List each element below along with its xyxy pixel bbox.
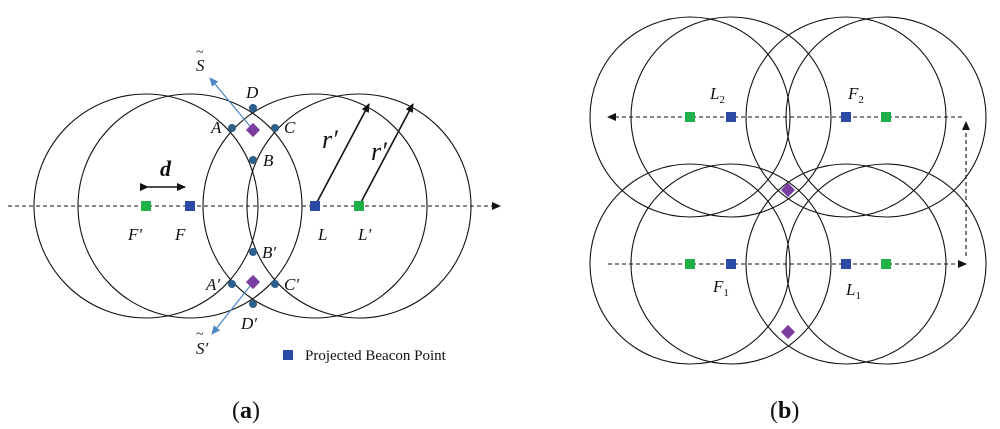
- label-s-tilde: S: [196, 56, 205, 75]
- label-f1: F1: [712, 277, 729, 299]
- beacon-l-square: [310, 201, 320, 211]
- beacon-l-prime-square: [354, 201, 364, 211]
- label-radius-r-prime-1: r′: [322, 125, 338, 154]
- label-a-prime: A′: [205, 275, 220, 294]
- point-b-prime: [249, 248, 257, 256]
- label-d-prime: D′: [240, 314, 257, 333]
- point-d: [249, 104, 257, 112]
- point-a-prime: [228, 280, 236, 288]
- estimate-diamond-center: [780, 182, 796, 198]
- point-a: [228, 124, 236, 132]
- caption-b: (b): [770, 398, 799, 424]
- panel-b: L2 F2 F1 L1 (b): [589, 16, 987, 424]
- upper-green-square-left: [685, 112, 695, 122]
- lower-blue-square-l1: [841, 259, 851, 269]
- point-d-prime: [249, 300, 257, 308]
- label-c-prime: C′: [284, 275, 299, 294]
- circle-l: [202, 93, 428, 319]
- estimate-diamond-upper: [245, 122, 261, 138]
- point-c: [271, 124, 279, 132]
- legend-blue-square: [283, 350, 293, 360]
- label-b: B: [263, 151, 274, 170]
- label-f: F: [174, 225, 186, 244]
- upper-green-square-right: [881, 112, 891, 122]
- tilde-mark-s: ~: [196, 45, 204, 60]
- label-l1: L1: [845, 280, 861, 302]
- estimate-diamond-bottom: [780, 324, 796, 340]
- label-radius-r-prime-2: r′: [371, 137, 387, 166]
- lower-green-square-left: [685, 259, 695, 269]
- lower-green-square-right: [881, 259, 891, 269]
- label-b-prime: B′: [262, 243, 276, 262]
- beacon-f-prime-square: [141, 201, 151, 211]
- label-l: L: [317, 225, 327, 244]
- label-l-prime: L′: [357, 225, 371, 244]
- point-c-prime: [271, 280, 279, 288]
- label-c: C: [284, 118, 296, 137]
- s-tilde-prime-arrow: [211, 280, 255, 335]
- radius-arrow-l: [314, 103, 370, 207]
- radius-arrow-l-prime: [358, 103, 414, 207]
- circle-f-prime: [33, 93, 259, 319]
- lower-blue-square-f1: [726, 259, 736, 269]
- tilde-mark-s-prime: ~: [196, 327, 204, 342]
- point-b: [249, 156, 257, 164]
- estimate-diamond-lower: [245, 274, 261, 290]
- caption-a: (a): [232, 398, 260, 424]
- label-l2: L2: [709, 84, 725, 106]
- upper-blue-square-f2: [841, 112, 851, 122]
- label-s-tilde-prime: S′: [196, 339, 209, 358]
- upper-blue-square-l2: [726, 112, 736, 122]
- label-f2: F2: [847, 84, 864, 106]
- s-tilde-arrow: [209, 77, 255, 132]
- label-d: D: [245, 83, 259, 102]
- legend-label: Projected Beacon Point: [305, 348, 447, 364]
- label-a: A: [210, 118, 222, 137]
- panel-a: S ~ D A C B B′ A′ C′ D′ S′ ~ d r′ r′ F′ …: [8, 45, 501, 424]
- label-distance-d: d: [160, 156, 172, 181]
- beacon-f-square: [185, 201, 195, 211]
- label-f-prime: F′: [127, 225, 142, 244]
